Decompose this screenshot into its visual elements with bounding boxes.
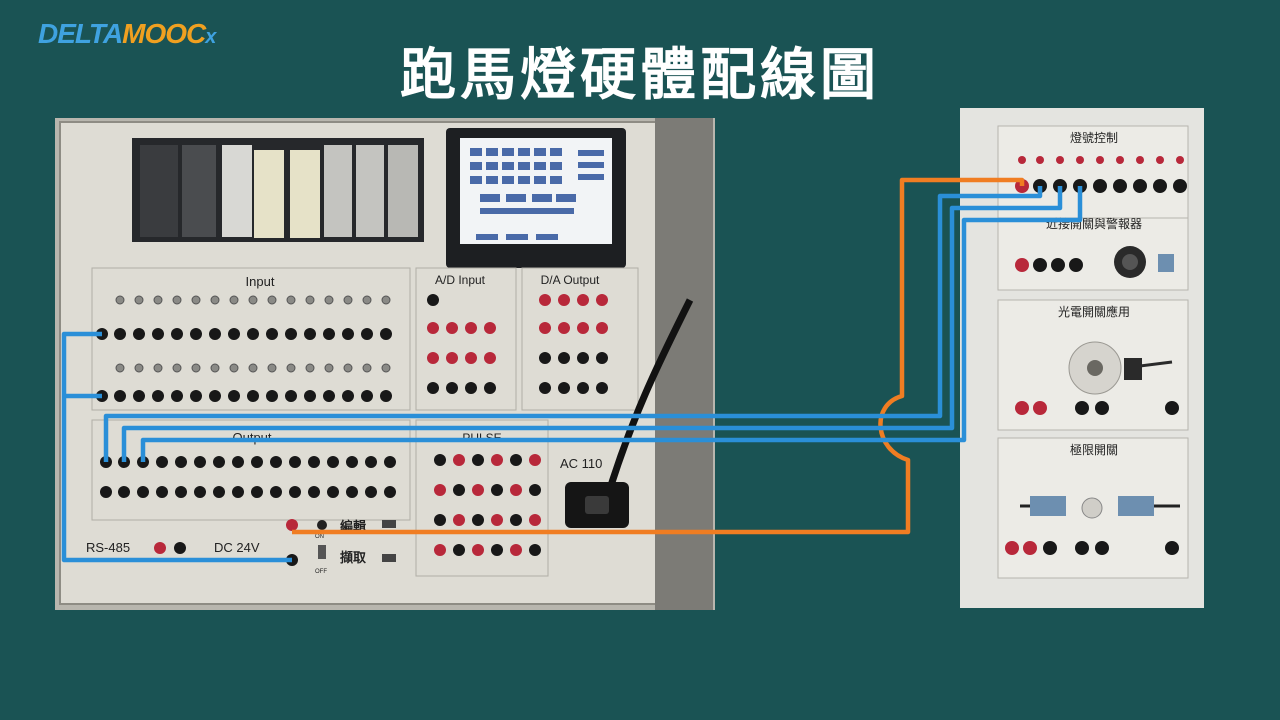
blue-wire-y2 [140, 186, 1083, 462]
dc24v-label: DC 24V [214, 540, 260, 555]
deltamooc-logo: DELTAMOOCx [38, 18, 216, 49]
ad-input-label: A/D Input [435, 273, 486, 287]
light-control-label: 燈號控制 [1070, 130, 1118, 145]
output-label: Output [232, 430, 271, 445]
da-output-label: D/A Output [541, 273, 600, 287]
off-label: OFF [315, 569, 327, 575]
limit-switch-label: 極限開關 [1070, 442, 1118, 457]
blue-wire-y1 [121, 186, 1063, 462]
photoelectric-label: 光電開關應用 [1058, 304, 1130, 319]
wires [61, 177, 1083, 563]
ac-label: AC 110 [560, 456, 602, 471]
orange-wire [292, 177, 1025, 535]
io-module-panel: 燈號控制 近接開關與警報器 光電開關應用 極限開關 [960, 108, 1204, 608]
page-title: 跑馬燈硬體配線圖 [400, 43, 880, 108]
plc-trainer-panel: Input A/D Input D/A Output Output PULSE … [55, 118, 715, 610]
capture-label: 擷取 [340, 550, 367, 565]
on-label: ON [315, 534, 324, 540]
blue-wire-input-common [61, 331, 292, 563]
input-label: Input [246, 274, 275, 289]
rs485-label: RS-485 [86, 540, 130, 555]
blue-wire-y0 [103, 186, 1043, 462]
